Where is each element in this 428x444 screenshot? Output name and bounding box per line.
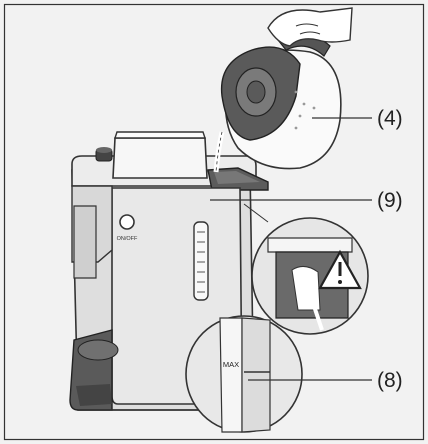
zoom-detail-warning xyxy=(251,217,369,335)
callout-carafe: (4) xyxy=(377,107,403,130)
callout-water-tank: (9) xyxy=(377,189,403,212)
hand-illustration xyxy=(267,7,353,47)
callout-max-mark: (8) xyxy=(377,369,403,392)
power-button-illustration xyxy=(119,214,135,230)
carafe-illustration xyxy=(213,7,353,173)
on-off-label: ON/OFF xyxy=(117,236,138,242)
figure-frame xyxy=(3,3,425,441)
zoom-detail-max xyxy=(185,315,303,433)
max-label: MAX xyxy=(223,360,239,369)
water-level-window xyxy=(193,221,209,301)
